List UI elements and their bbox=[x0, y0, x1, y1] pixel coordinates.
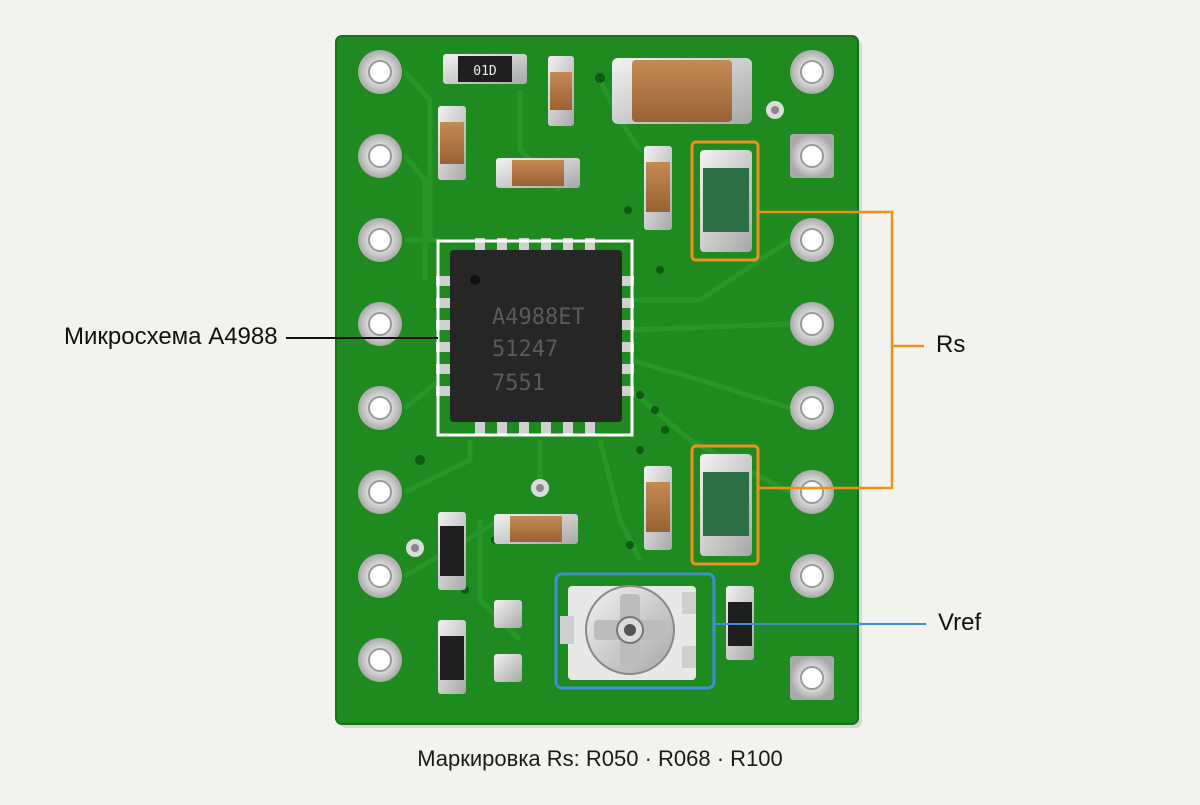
rs-bracket-line bbox=[758, 210, 894, 490]
left-header-pads bbox=[358, 50, 402, 682]
rs-highlight-box-bottom bbox=[690, 444, 760, 566]
rs-highlight-box-top bbox=[690, 140, 760, 262]
resistor-bottom bbox=[438, 620, 466, 694]
bulk-capacitor bbox=[612, 58, 752, 124]
sense-resistor-bottom bbox=[700, 454, 752, 556]
resistor-left bbox=[438, 512, 466, 590]
chip-pins bbox=[436, 238, 634, 434]
test-pad bbox=[494, 654, 522, 682]
sense-resistor-top bbox=[700, 150, 752, 252]
right-header-pads bbox=[790, 50, 834, 700]
resistor-top bbox=[443, 54, 527, 84]
vref-potentiometer bbox=[560, 585, 696, 680]
rs-marking-caption: Маркировка Rs: R050 · R068 · R100 bbox=[417, 746, 783, 771]
chip-label: Микросхема A4988 bbox=[64, 323, 278, 350]
chip-marking-line-1: A4988ET bbox=[492, 305, 585, 330]
smd-capacitors bbox=[438, 56, 672, 550]
a4988-chip bbox=[450, 250, 622, 422]
vref-highlight-box bbox=[554, 572, 716, 690]
resistor-top-marking: 01D bbox=[473, 64, 497, 79]
vref-label: Vref bbox=[938, 609, 982, 636]
test-pad bbox=[494, 600, 522, 628]
chip-marking-line-2: 51247 bbox=[492, 337, 558, 362]
chip-marking-line-3: 7551 bbox=[492, 371, 545, 396]
rs-label: Rs bbox=[936, 331, 966, 358]
